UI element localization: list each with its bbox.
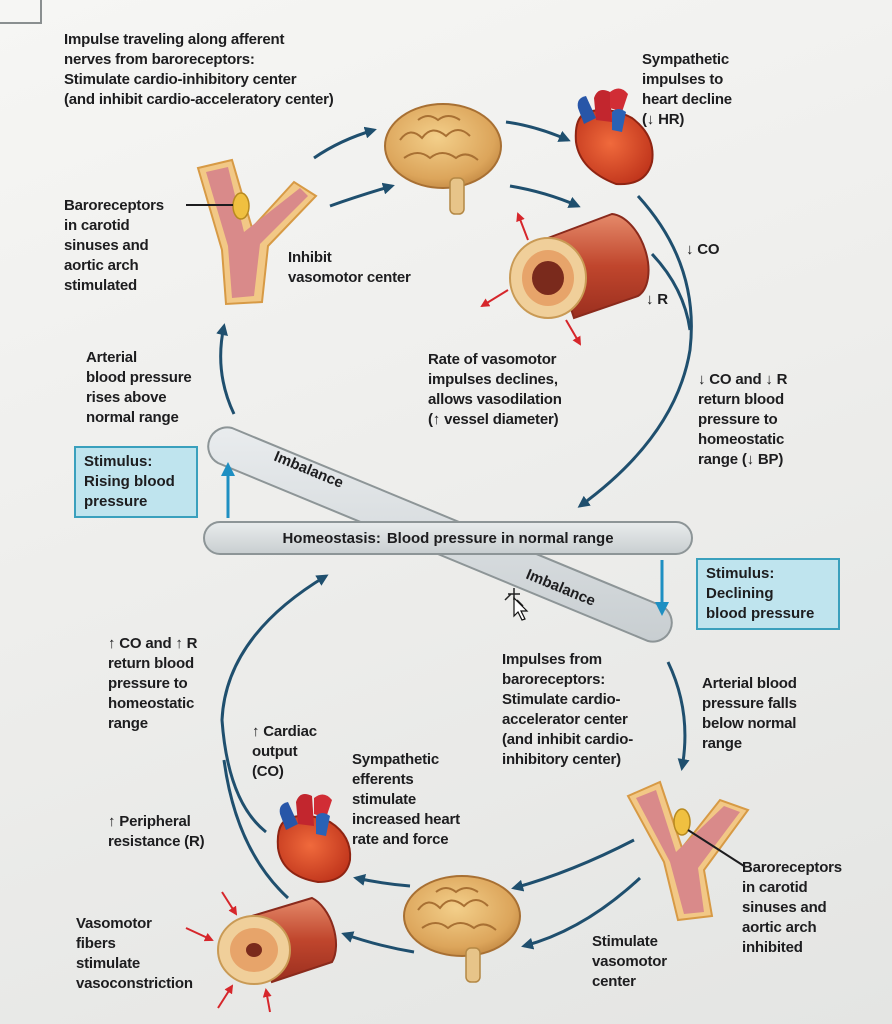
arrow-brain-to-heart-bottom: [353, 874, 411, 888]
label-baroreceptors-inhibited: Baroreceptors in carotid sinuses and aor…: [742, 859, 842, 956]
stimulus-declining-box: Stimulus: Declining blood pressure: [696, 558, 840, 630]
label-baroreceptors-stimulated: Baroreceptors in carotid sinuses and aor…: [64, 197, 164, 294]
arrow-baroreceptors-to-brain-upper: [511, 838, 635, 892]
homeostasis-heading: Homeostasis:: [282, 529, 381, 547]
arrow-vessel-resistance: [650, 252, 692, 331]
page-corner-mark: [0, 0, 42, 24]
arrow-baroreceptors-to-brain-lower: [521, 876, 642, 950]
label-afferent-impulses-bottom: Impulses from baroreceptors: Stimulate c…: [502, 650, 692, 770]
brain-bottom-illustration: [403, 875, 521, 983]
heart-top-illustration: [574, 88, 654, 186]
label-inhibit-vasomotor: Inhibit vasomotor center: [288, 249, 411, 286]
mouse-cursor-icon: [504, 588, 529, 621]
blood-vessel-constricted-illustration: [185, 891, 338, 1013]
carotid-artery-bottom-illustration: [626, 780, 750, 922]
blood-vessel-dilated-illustration: [480, 212, 650, 346]
label-sympathetic-efferents: Sympathetic efferents stimulate increase…: [352, 751, 460, 848]
label-afferent-body-bottom: Stimulate cardio- accelerator center (an…: [502, 691, 633, 768]
arrow-brain-to-vessel-bottom: [341, 931, 415, 954]
homeostasis-text: Blood pressure in normal range: [386, 529, 614, 547]
arrow-brain-to-heart: [505, 120, 571, 142]
label-co-r-return-down: ↓ CO and ↓ R return blood pressure to ho…: [698, 371, 788, 468]
label-decrease-r: ↓ R: [646, 291, 668, 308]
label-afferent-impulses-top: Impulse traveling along afferent nerves …: [64, 30, 424, 110]
arrow-vessel-resistance-bottom: [222, 759, 290, 900]
arrow-heart-to-homeostasis: [577, 194, 693, 508]
stimulus-rising-box: Stimulus: Rising blood pressure: [74, 446, 198, 518]
arrow-pressure-falls-to-baroreceptors: [666, 661, 690, 771]
label-co-r-return-up: ↑ CO and ↑ R return blood pressure to ho…: [108, 635, 198, 732]
label-pressure-falls: Arterial blood pressure falls below norm…: [702, 675, 797, 752]
carotid-artery-top-illustration: [186, 158, 318, 306]
arrow-brain-to-vessel: [509, 184, 581, 208]
label-stimulate-vasomotor: Stimulate vasomotor center: [592, 933, 667, 990]
homeostasis-bar: Homeostasis: Blood pressure in normal ra…: [203, 521, 693, 555]
label-pressure-rises: Arterial blood pressure rises above norm…: [86, 349, 192, 426]
arrow-afferent-to-brain-upper: [313, 126, 377, 160]
label-decrease-co: ↓ CO: [686, 241, 720, 258]
arrow-pressure-rises-to-baroreceptors: [216, 323, 236, 415]
label-vasomotor-rate-declines: Rate of vasomotor impulses declines, all…: [428, 351, 562, 428]
brain-top-illustration: [384, 103, 502, 215]
label-vasomotor-fibers: Vasomotor fibers stimulate vasoconstrict…: [76, 915, 193, 992]
label-afferent-body-top: Stimulate cardio-inhibitory center (and …: [64, 71, 334, 108]
arrow-afferent-to-brain-lower: [329, 182, 395, 208]
arrow-heart-to-homeostasis-bottom: [220, 574, 329, 834]
label-cardiac-output: ↑ Cardiac output (CO): [252, 723, 317, 780]
heart-bottom-illustration: [276, 794, 352, 884]
label-afferent-heading-bottom: Impulses from baroreceptors:: [502, 651, 606, 688]
label-sympathetic-decline: Sympathetic impulses to heart decline (↓…: [642, 51, 732, 128]
label-afferent-heading-top: Impulse traveling along afferent nerves …: [64, 31, 285, 68]
label-peripheral-resistance: ↑ Peripheral resistance (R): [108, 813, 205, 850]
